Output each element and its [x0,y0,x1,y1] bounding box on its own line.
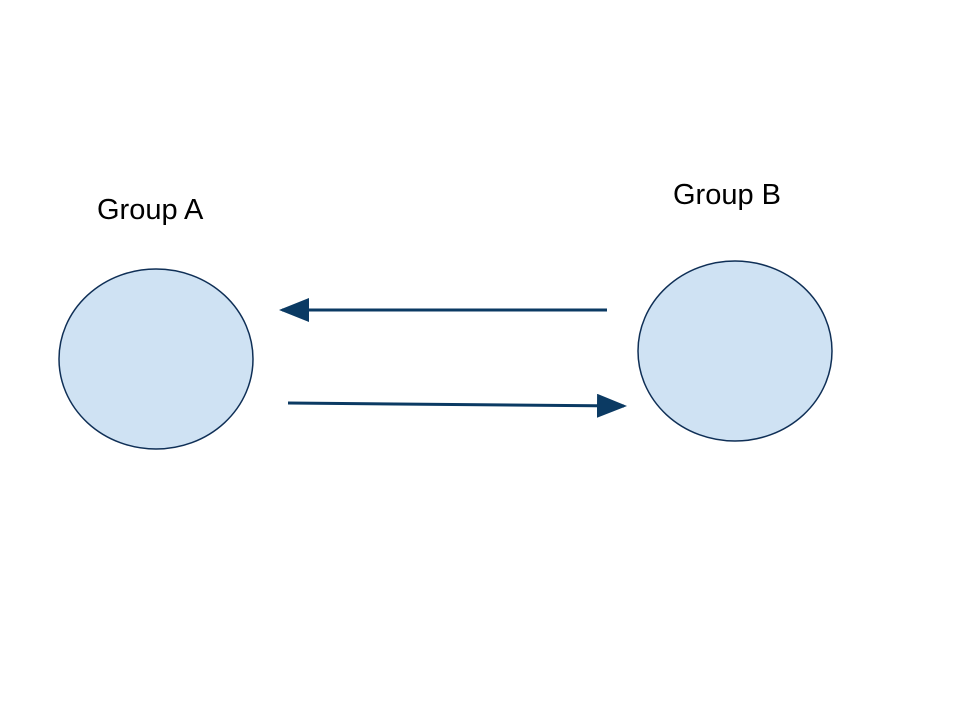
group-b-label: Group B [673,179,781,211]
group-b-node [637,260,833,442]
arrow-a-to-b [287,393,627,418]
group-a-label: Group A [97,194,204,226]
group-a-node [58,268,254,450]
